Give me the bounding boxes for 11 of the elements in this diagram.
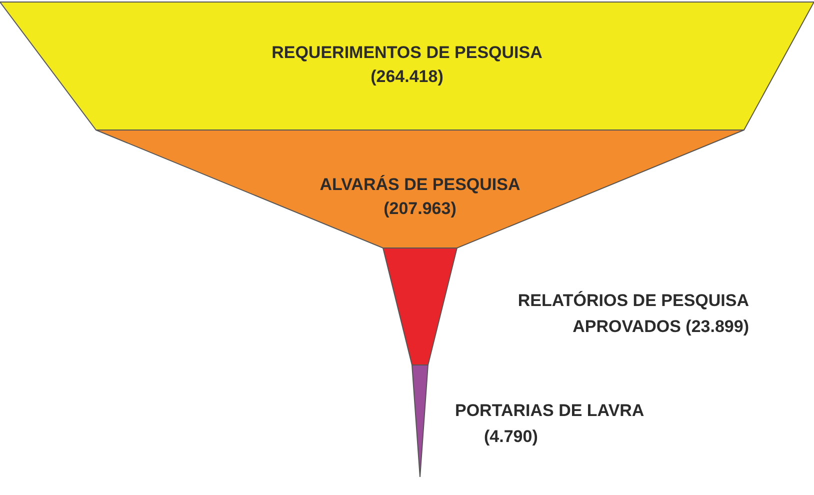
funnel-band xyxy=(0,2,814,130)
stage-caption: (4.790) xyxy=(484,426,539,448)
funnel-segment xyxy=(412,365,428,477)
stage-label: ALVARÁS DE PESQUISA xyxy=(318,174,522,196)
funnel-band xyxy=(96,130,744,248)
stage-caption: PORTARIAS DE LAVRA xyxy=(455,400,646,422)
stage-count: (207.963) xyxy=(382,198,458,220)
stage-caption: RELATÓRIOS DE PESQUISA APROVADOS (23.899) xyxy=(516,290,749,338)
stage-label: REQUERIMENTOS DE PESQUISA xyxy=(270,42,544,64)
funnel-segment xyxy=(383,248,457,365)
stage-count: (264.418) xyxy=(370,66,444,88)
